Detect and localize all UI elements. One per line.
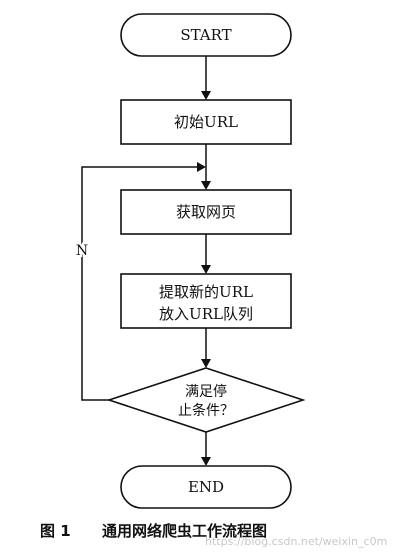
extract-url-label-line1: 提取新的URL bbox=[159, 283, 253, 301]
init-url-label: 初始URL bbox=[174, 113, 238, 131]
connector-extract-to-condition bbox=[201, 328, 211, 368]
arrow-right-icon bbox=[197, 162, 206, 172]
arrow-down-icon bbox=[201, 91, 211, 100]
connector-start-to-init bbox=[201, 56, 211, 100]
watermark: https://blog.csdn.net/weixin_c0m bbox=[205, 535, 387, 548]
arrow-down-icon bbox=[201, 265, 211, 274]
init-url-node: 初始URL bbox=[120, 99, 292, 145]
end-node: END bbox=[120, 465, 292, 509]
extract-url-label-line2: 放入URL队列 bbox=[159, 305, 253, 323]
condition-label-line2: 止条件？ bbox=[178, 402, 234, 419]
connector-init-to-fetch bbox=[201, 144, 211, 190]
figure-caption: 图 1 通用网络爬虫工作流程图 bbox=[40, 522, 267, 540]
start-node: START bbox=[120, 13, 292, 57]
condition-label-line1: 满足停 bbox=[185, 383, 227, 400]
connector-condition-to-end bbox=[201, 432, 211, 466]
loop-label: N bbox=[76, 243, 88, 259]
connector-fetch-to-extract bbox=[201, 234, 211, 274]
arrow-down-icon bbox=[201, 457, 211, 466]
fetch-page-node: 获取网页 bbox=[120, 189, 292, 235]
figure-number: 图 1 bbox=[40, 522, 71, 540]
end-label: END bbox=[188, 478, 224, 496]
condition-node: 满足停 止条件？ bbox=[106, 367, 306, 433]
arrow-down-icon bbox=[201, 181, 211, 190]
fetch-page-label: 获取网页 bbox=[176, 203, 236, 221]
start-label: START bbox=[180, 26, 231, 44]
figure-title: 通用网络爬虫工作流程图 bbox=[102, 522, 267, 540]
arrow-down-icon bbox=[201, 359, 211, 368]
extract-url-node: 提取新的URL 放入URL队列 bbox=[120, 273, 292, 329]
loop-back-connector: N bbox=[74, 162, 206, 401]
